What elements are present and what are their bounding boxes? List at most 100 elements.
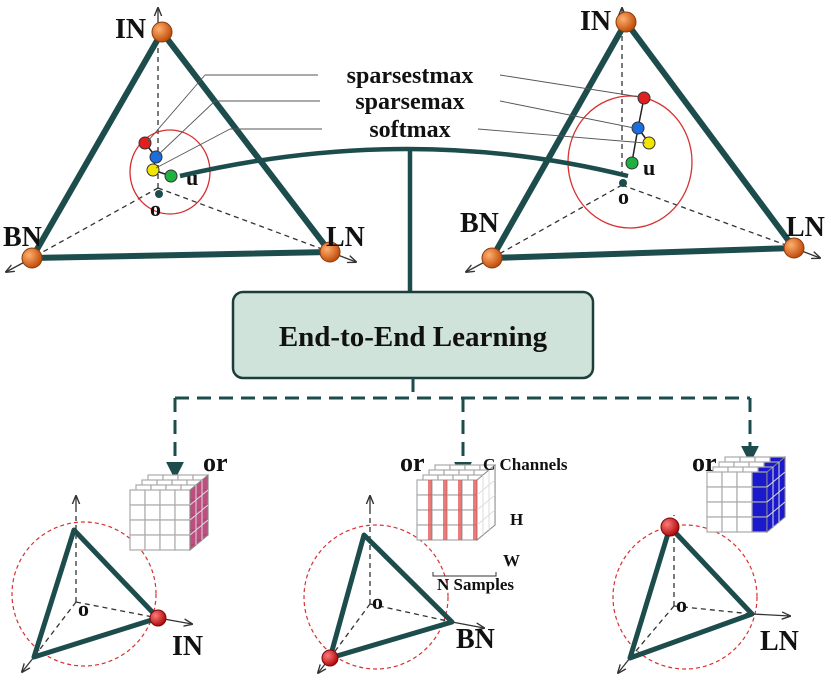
vertex-label-ln: LN [786,212,825,243]
origin-dot [619,179,627,187]
vertex-label: LN [760,626,799,657]
tensor-channels-label: C Channels [483,455,568,474]
simplex-triangle [489,19,797,261]
origin-label: o [372,589,383,614]
vertex-in [615,11,637,33]
tensor-cell [751,501,768,518]
tensor-cell [174,519,191,536]
tensor-cell [706,516,723,533]
tensor-cell [721,501,738,518]
vertex-ln [783,237,805,259]
simplex-top-left: IN BN LN o u [3,8,365,272]
end-to-end-box: End-to-End Learning [231,290,595,380]
tensor-cell [751,516,768,533]
tensor-cell [174,504,191,521]
bottom-simplex-ln: or o LN [612,448,799,673]
vertex-label: IN [172,631,203,662]
feature-tensor [706,455,786,534]
vertex-bn [21,247,43,269]
tensor-cell [174,489,191,506]
u-point [164,169,178,183]
vertex-bn [481,247,503,269]
bottom-simplex-in: or o IN [11,448,228,672]
sparsestmax-point [637,91,651,105]
tensor-cell [736,471,753,488]
vertex-label-bn: BN [3,222,42,253]
tensor-cell [706,471,723,488]
tensor-cell [144,534,161,551]
feature-tensor [129,473,209,552]
vertex-label: BN [456,624,495,655]
selected-vertex [321,649,339,667]
channel-slice [428,480,432,540]
legend: sparsestmax sparsemax softmax [347,63,474,143]
axis-bn-dashed [31,187,159,259]
origin-label: o [150,196,161,221]
legend-leader-lines [147,74,646,169]
tensor-cell [159,504,176,521]
dashed-circle [11,521,157,667]
tensor-cell [706,501,723,518]
connector-arc [179,146,629,179]
tensor-height-label: H [510,510,523,529]
vertex-label-ln: LN [326,222,365,253]
tensor-cell [129,504,146,521]
simplex-triangle [29,29,333,261]
tensor-cell [736,501,753,518]
channel-slice [473,480,477,540]
tensor-cell [721,486,738,503]
simplex-triangle [627,524,755,661]
tensor-cell [159,489,176,506]
u-label: u [186,165,198,190]
tensor-cell [174,534,191,551]
tensor-cell [144,489,161,506]
selected-vertex [149,609,167,627]
tensor-cell [736,516,753,533]
tensor-samples-label: N Samples [437,575,514,594]
box-label: End-to-End Learning [279,321,548,353]
tensor-cell [144,504,161,521]
neighborhood-circle [129,129,211,215]
simplex-triangle [31,527,161,660]
vertex-ln [319,241,341,263]
axis-ln-dashed [157,187,331,253]
or-label: or [203,448,228,477]
tensor-cell [751,486,768,503]
legend-softmax: softmax [369,117,450,143]
tensor-cell [144,519,161,536]
feature-tensor [416,463,496,542]
vertex-in [151,21,173,43]
tensor-cell [736,486,753,503]
or-label: or [400,448,425,477]
bottom-simplex-bn: or o BN C Channels H W N Samples [303,448,568,673]
softmax-point [146,163,160,177]
tensor-cell [721,516,738,533]
origin-label: o [78,596,89,621]
vertex-label-bn: BN [460,208,499,239]
channel-slice [458,480,462,540]
tensor-cell [129,519,146,536]
tensor-cell [706,486,723,503]
tensor-width-label: W [503,551,520,570]
u-point [625,156,639,170]
origin-dot [155,190,163,198]
tensor-cell [159,519,176,536]
tensor-cell [751,471,768,488]
simplex-triangle [327,532,455,661]
branch-arrows [166,378,759,480]
legend-sparsemax: sparsemax [355,89,464,115]
selected-vertex [660,517,680,537]
legend-sparsestmax: sparsestmax [347,63,474,89]
sparsestmax-point [138,136,152,150]
origin-label: o [618,184,629,209]
tensor-cell [721,471,738,488]
dashed-circle [612,524,758,670]
dashed-circle [303,524,449,670]
tensor-cell [159,534,176,551]
simplex-top-right: IN BN LN o u [460,6,825,272]
u-label: u [643,155,655,180]
tensor-cell [129,534,146,551]
channel-slice [443,480,447,540]
origin-label: o [676,592,687,617]
